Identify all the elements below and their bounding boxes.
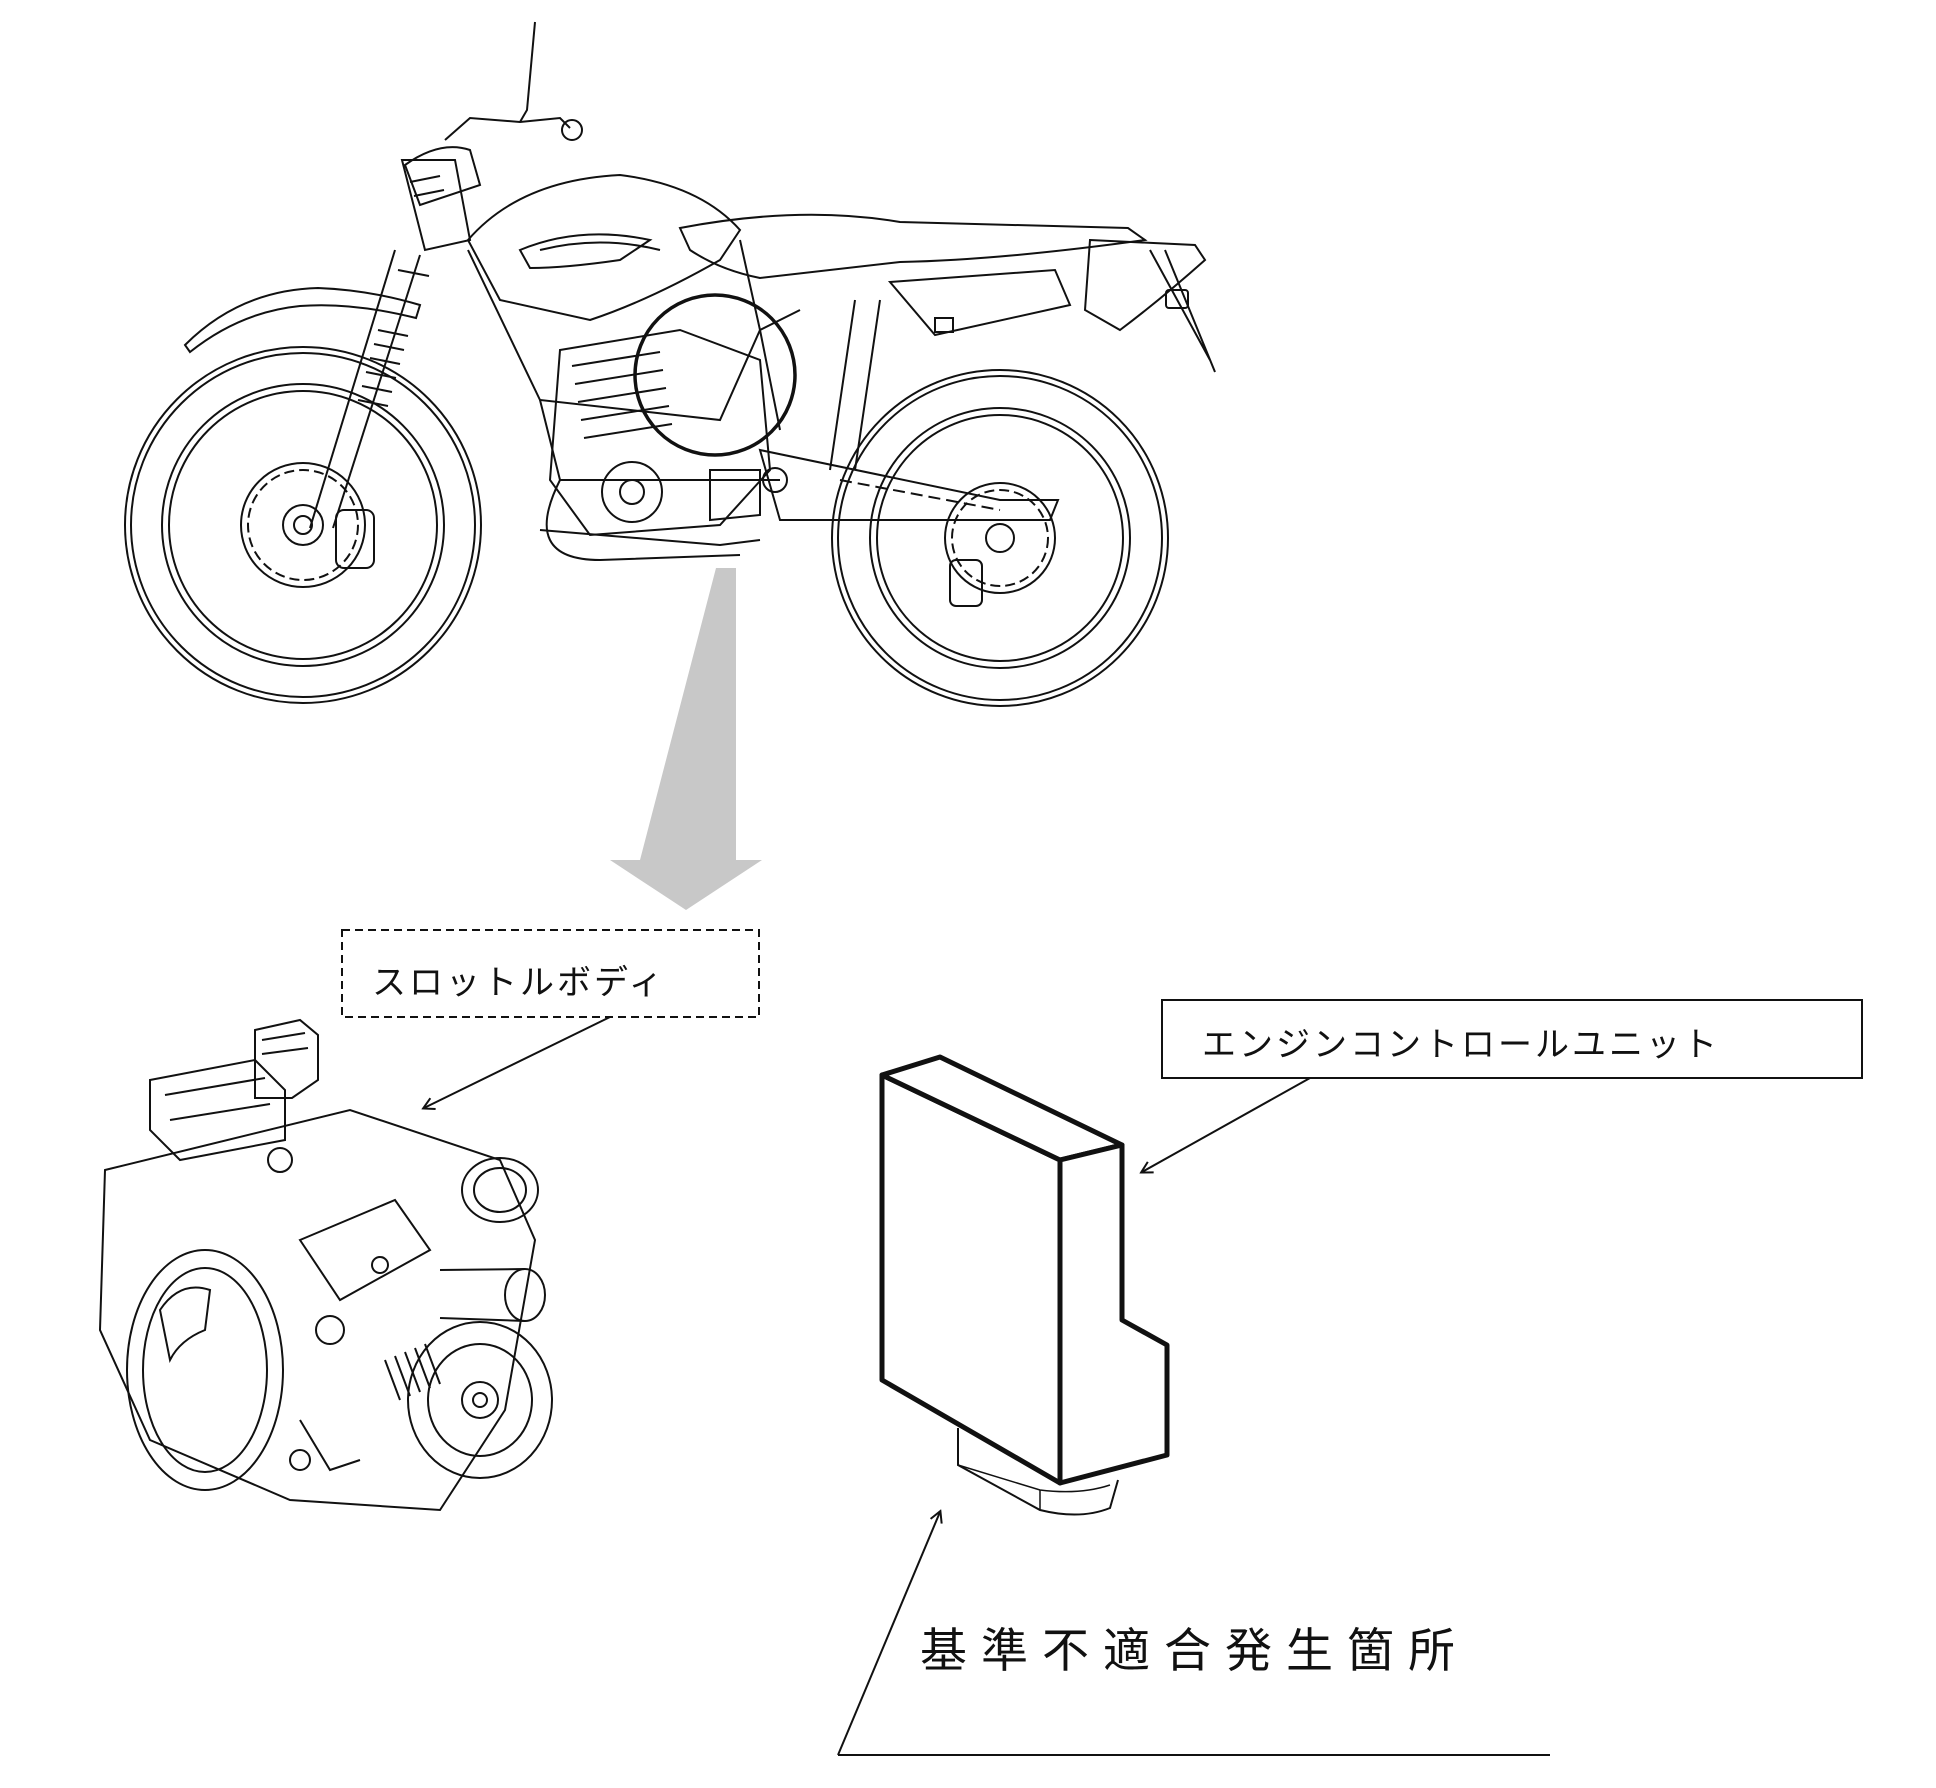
- pointer-arrow: [610, 568, 762, 910]
- ecu-label-box: [1161, 999, 1863, 1079]
- ecu-leader: [1142, 1077, 1311, 1172]
- nonconformity-leader: [837, 1512, 940, 1756]
- rear-wheel: [831, 369, 1169, 707]
- engine-control-unit-label: エンジンコントロールユニット: [1202, 1025, 1720, 1065]
- motorcycle-drawing: [124, 21, 1216, 707]
- throttle-body-drawing: [98, 1018, 553, 1512]
- front-wheel: [124, 346, 482, 704]
- throttle-body-label: スロットルボディ: [372, 963, 666, 1003]
- throttle-body-leader: [424, 1016, 611, 1108]
- nonconformity-location-label: 基準不適合発生箇所: [920, 1624, 1469, 1679]
- throttle-body-label-box: [341, 929, 760, 1018]
- ecu-box-drawing: [879, 1054, 1170, 1516]
